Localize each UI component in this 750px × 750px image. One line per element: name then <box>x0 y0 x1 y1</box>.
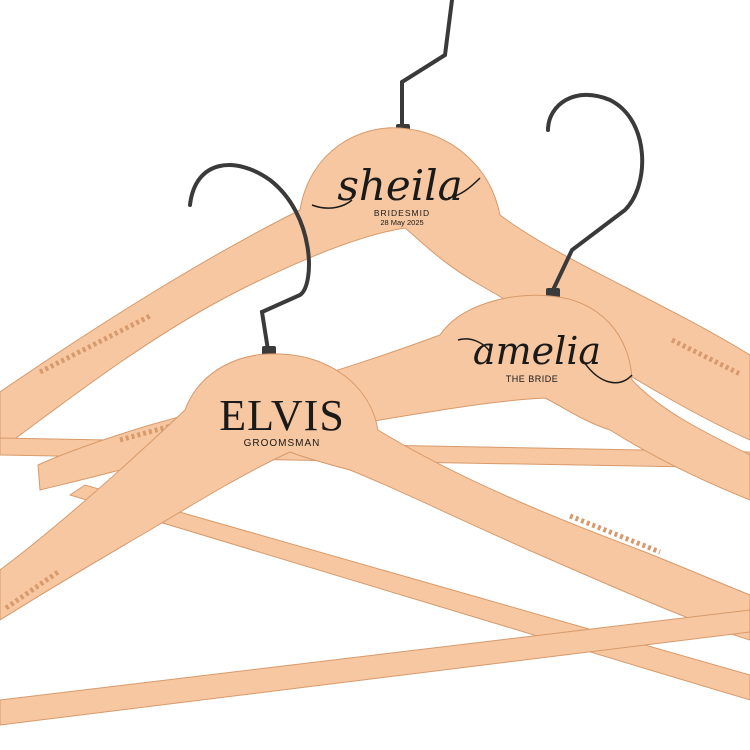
notches-right-elvis <box>569 513 661 555</box>
flourish-sheila-right <box>447 177 481 199</box>
flourish-amelia-right <box>583 361 633 384</box>
name-amelia: amelia <box>473 329 601 373</box>
name-sheila: sheila <box>337 161 462 210</box>
name-elvis: ELVIS <box>219 391 345 440</box>
notches-left-amelia <box>119 415 201 443</box>
subtitle-sheila: BRIDESMID <box>374 208 430 218</box>
hanger-elvis: ELVIS GROOMSMAN <box>0 163 750 641</box>
flourish-amelia-left <box>457 338 491 353</box>
date-sheila: 28 May 2025 <box>380 218 423 227</box>
hook-elvis <box>188 163 311 352</box>
hook-amelia <box>546 92 645 292</box>
notches-left-elvis <box>4 569 60 611</box>
subtitle-elvis: GROOMSMAN <box>244 438 321 449</box>
notches-left-edge-sheila <box>38 313 152 375</box>
hook-sheila <box>400 0 454 132</box>
subtitle-amelia: THE BRIDE <box>506 374 559 384</box>
rod-elvis <box>0 609 750 726</box>
flourish-sheila-left <box>311 199 353 209</box>
notches-right-sheila <box>670 337 742 377</box>
body-elvis <box>0 353 750 641</box>
hanger-sheila: sheila BRIDESMID 28 May 2025 <box>0 0 750 451</box>
